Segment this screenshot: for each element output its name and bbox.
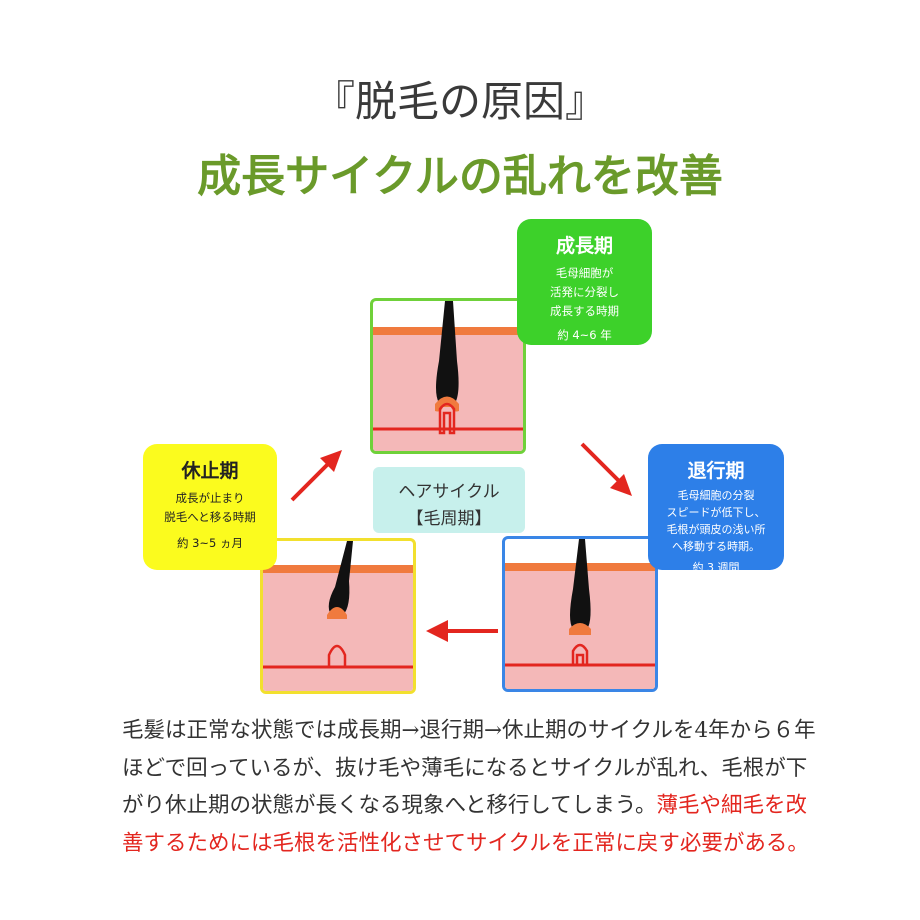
page-subtitle: 成長サイクルの乱れを改善: [197, 151, 723, 202]
hair-cycle-label: ヘアサイクル 【毛周期】: [373, 467, 525, 533]
arrow-rest-to-growth-icon: [290, 450, 342, 502]
regression-phase-title: 退行期: [687, 460, 745, 482]
rest-phase-title: 休止期: [181, 460, 239, 482]
growth-phase-duration: 約 4~6 年: [557, 328, 612, 342]
regression-phase-illustration: [502, 536, 658, 692]
explanation-paragraph: 毛髪は正常な状態では成長期→退行期→休止期のサイクルを4年から６年ほどで回ってい…: [122, 712, 822, 862]
arrow-regression-to-rest-icon: [426, 620, 498, 642]
explanation-text: 毛髪は正常な状態では成長期→退行期→休止期のサイクルを4年から６年ほどで回ってい…: [122, 718, 816, 818]
growth-phase-description: 毛母細胞が 活発に分裂し 成長する時期: [550, 266, 619, 318]
rest-phase-duration: 約 3~5 ヵ月: [176, 536, 244, 550]
hair-cycle-label-line2: 【毛周期】: [406, 509, 492, 529]
rest-phase-illustration: [260, 538, 416, 694]
hair-cycle-label-line1: ヘアサイクル: [398, 482, 500, 502]
regression-phase-card: 退行期 毛母細胞の分裂 スピードが低下し、 毛根が頭皮の浅い所 へ移動する時期。…: [648, 444, 784, 574]
regression-phase-description: 毛母細胞の分裂 スピードが低下し、 毛根が頭皮の浅い所 へ移動する時期。: [666, 489, 766, 553]
arrow-growth-to-regression-icon: [580, 442, 632, 496]
growth-phase-card: 成長期 毛母細胞が 活発に分裂し 成長する時期 約 4~6 年: [517, 219, 652, 345]
growth-phase-title: 成長期: [555, 235, 613, 257]
rest-phase-description: 成長が止まり 脱毛へと移る時期: [164, 491, 256, 524]
page-title: 『脱毛の原因』: [312, 77, 607, 126]
regression-phase-duration: 約 3 週間: [692, 561, 740, 574]
rest-phase-card: 休止期 成長が止まり 脱毛へと移る時期 約 3~5 ヵ月: [143, 444, 277, 570]
explanation-emphasis: 薄毛や細毛を改善するためには毛根を活性化させてサイクルを正常に戻す必要がある。: [122, 793, 809, 856]
growth-phase-illustration: [370, 298, 526, 454]
